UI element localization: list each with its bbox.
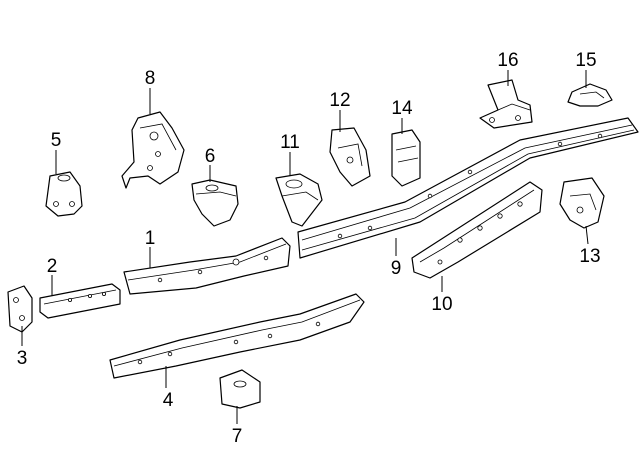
part-6-bracket[interactable] — [191, 179, 239, 227]
part-2-front-rail[interactable] — [39, 283, 121, 319]
callout-2: 2 — [47, 256, 58, 277]
part-11-bracket[interactable] — [275, 173, 323, 227]
part-16-bracket[interactable] — [479, 79, 533, 129]
part-13-bracket[interactable] — [559, 177, 605, 229]
callout-1: 1 — [145, 228, 156, 249]
part-4-lower-frame-rail[interactable] — [109, 293, 365, 379]
callout-7: 7 — [232, 426, 243, 447]
callout-labels: 1 2 3 4 5 6 7 8 9 10 11 12 13 14 15 16 — [17, 50, 601, 447]
callout-11: 11 — [280, 132, 300, 153]
part-1-frame-section[interactable] — [123, 237, 291, 295]
part-3-plate[interactable] — [7, 285, 33, 333]
callout-8: 8 — [145, 68, 156, 89]
part-15-bracket[interactable] — [567, 83, 613, 107]
part-9-rear-frame-rail[interactable] — [297, 117, 639, 259]
part-8-bracket[interactable] — [121, 111, 185, 189]
part-14-bracket[interactable] — [391, 129, 421, 187]
callout-3: 3 — [17, 348, 28, 369]
part-5-bracket[interactable] — [45, 171, 83, 217]
callout-16: 16 — [497, 50, 518, 71]
callout-4: 4 — [163, 390, 174, 411]
callout-5: 5 — [51, 130, 62, 151]
callout-10: 10 — [431, 294, 452, 315]
callout-14: 14 — [391, 98, 413, 119]
part-7-bracket[interactable] — [219, 369, 261, 409]
part-12-bracket[interactable] — [329, 127, 371, 187]
callout-13: 13 — [579, 246, 600, 267]
leader-lines — [21, 70, 589, 424]
callout-15: 15 — [575, 50, 596, 71]
part-10-side-rail[interactable] — [411, 181, 543, 279]
callout-9: 9 — [391, 258, 402, 279]
callout-12: 12 — [329, 90, 350, 111]
callout-6: 6 — [205, 146, 216, 167]
